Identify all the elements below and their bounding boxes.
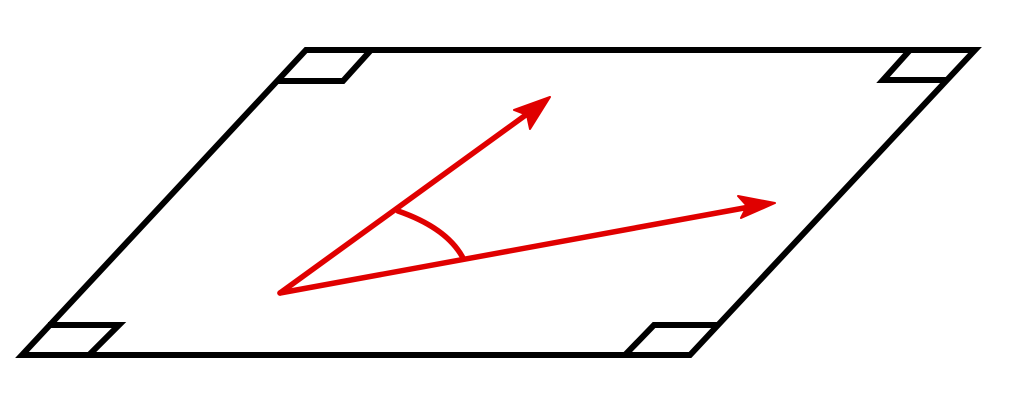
angle-arc <box>395 208 466 261</box>
corner-marker-top-right <box>876 47 947 83</box>
corner-marker-top-left <box>278 47 374 84</box>
vector-lower-arrowhead <box>737 195 776 219</box>
vector-upper-shaft <box>277 106 537 296</box>
corner-marker-bottom-left <box>48 322 127 358</box>
vector-upper-arrowhead <box>513 96 551 130</box>
plane-parallelogram <box>15 47 982 358</box>
corner-marker-bottom-right <box>622 322 717 358</box>
vector-lower-shaft <box>277 203 758 296</box>
